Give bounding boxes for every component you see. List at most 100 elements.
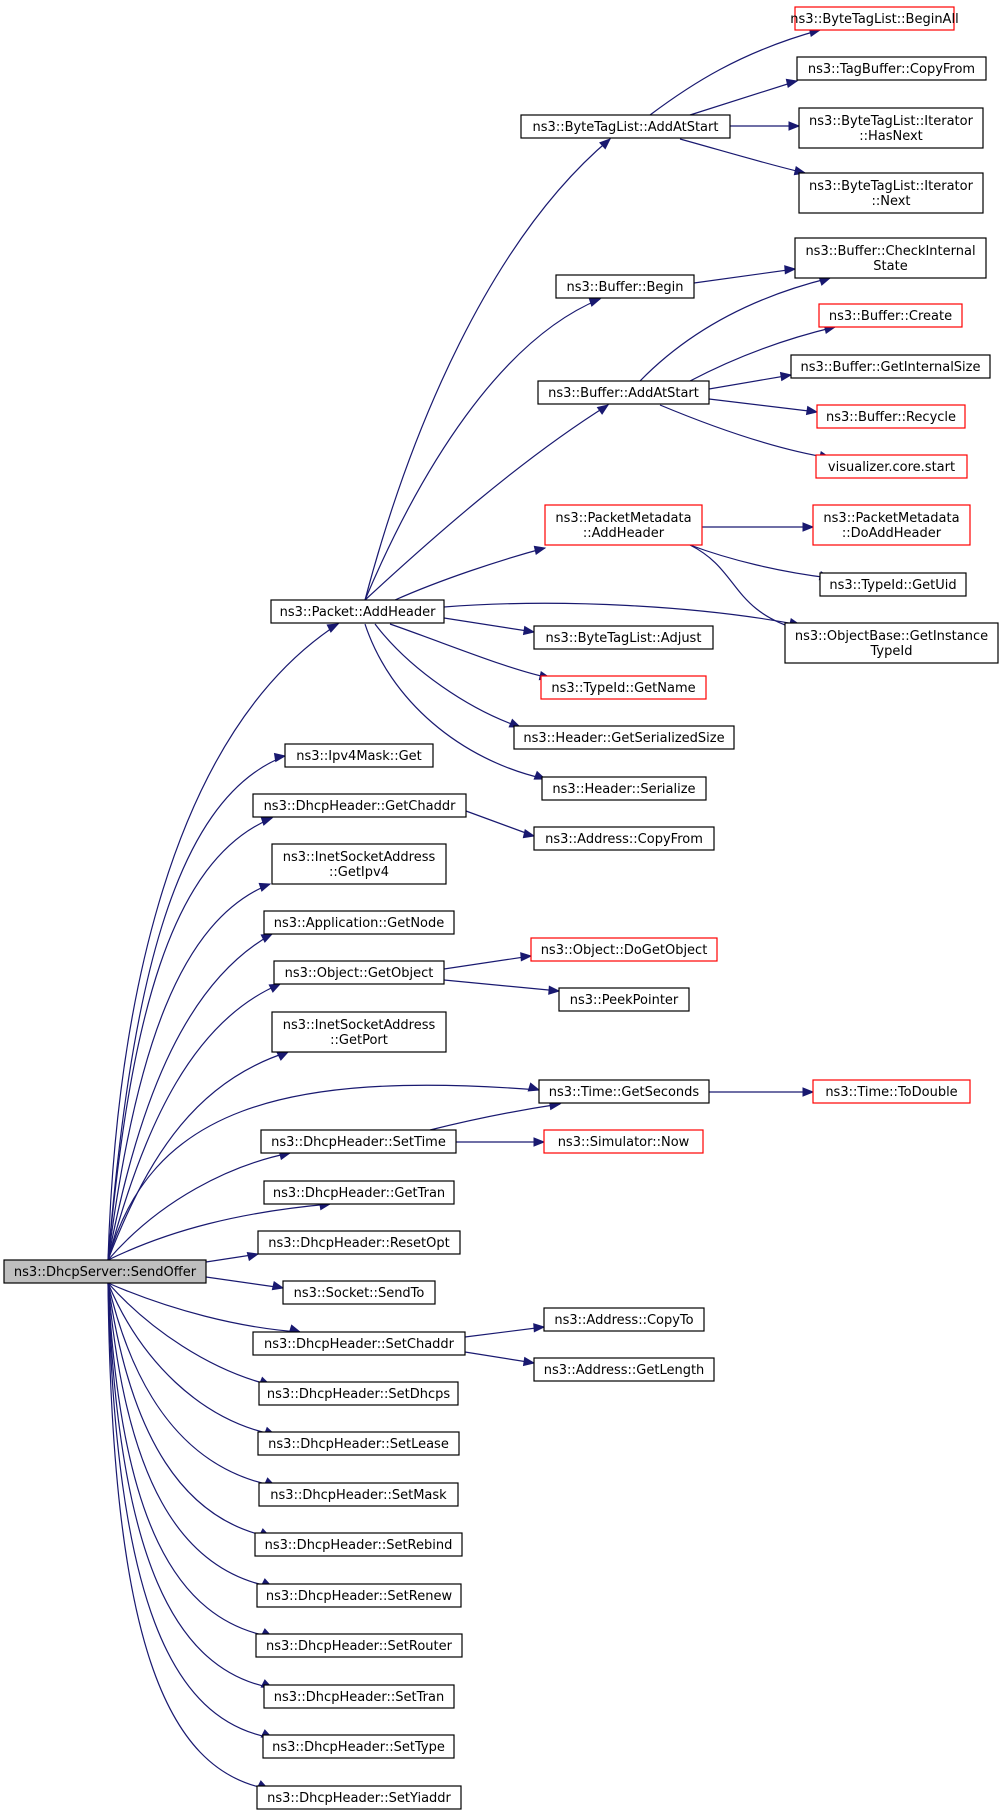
arrowhead-icon bbox=[779, 371, 793, 382]
node-settran[interactable]: ns3::DhcpHeader::SetTran bbox=[263, 1684, 455, 1709]
node-address-copyfrom[interactable]: ns3::Address::CopyFrom bbox=[533, 826, 715, 851]
node-label: ns3::DhcpHeader::GetChaddr bbox=[264, 799, 457, 814]
node-box bbox=[273, 960, 445, 985]
node-label: ns3::DhcpHeader::SetType bbox=[272, 1740, 445, 1755]
edge-line bbox=[465, 810, 535, 837]
edge-line bbox=[107, 933, 273, 1261]
node-header-getsersize[interactable]: ns3::Header::GetSerializedSize bbox=[513, 725, 735, 750]
node-buffer-create[interactable]: ns3::Buffer::Create bbox=[818, 303, 963, 328]
node-header-serialize[interactable]: ns3::Header::Serialize bbox=[541, 776, 707, 801]
edge-line bbox=[107, 1282, 273, 1638]
node-btl-adjust[interactable]: ns3::ByteTagList::Adjust bbox=[533, 625, 714, 650]
node-buffer-getinternalsize[interactable]: ns3::Buffer::GetInternalSize bbox=[790, 354, 991, 379]
edge-line bbox=[107, 755, 286, 1261]
edge-line bbox=[639, 277, 831, 382]
node-box bbox=[260, 1129, 457, 1154]
edge-root-to-setchaddr bbox=[107, 1282, 302, 1334]
node-getnode[interactable]: ns3::Application::GetNode bbox=[263, 910, 455, 935]
node-visualizer-start[interactable]: visualizer.core.start bbox=[815, 454, 968, 479]
edge-line bbox=[364, 404, 609, 601]
edge-line bbox=[689, 326, 836, 382]
node-label: ns3::DhcpHeader::SetChaddr bbox=[264, 1337, 455, 1352]
node-box bbox=[543, 1307, 705, 1332]
node-getport[interactable]: ns3::InetSocketAddress::GetPort bbox=[271, 1011, 447, 1053]
node-peekpointer[interactable]: ns3::PeekPointer bbox=[558, 987, 690, 1012]
node-object-dogetobject[interactable]: ns3::Object::DoGetObject bbox=[530, 937, 718, 962]
arrowhead-icon bbox=[784, 265, 797, 275]
node-btl-it-next[interactable]: ns3::ByteTagList::Iterator::Next bbox=[798, 172, 984, 214]
node-pm-addheader[interactable]: ns3::PacketMetadata::AddHeader bbox=[544, 504, 703, 546]
node-setrenew[interactable]: ns3::DhcpHeader::SetRenew bbox=[256, 1583, 462, 1608]
node-box bbox=[257, 1230, 461, 1255]
node-box bbox=[533, 625, 714, 650]
edge-line bbox=[708, 374, 792, 390]
edge-line bbox=[689, 544, 831, 579]
node-typeid-getname[interactable]: ns3::TypeId::GetName bbox=[540, 675, 707, 700]
node-settime[interactable]: ns3::DhcpHeader::SetTime bbox=[260, 1129, 457, 1154]
edge-line bbox=[443, 602, 801, 626]
edge-addheader-to-buffer_addatstart bbox=[364, 404, 610, 601]
node-box bbox=[270, 599, 445, 624]
node-label: ns3::DhcpHeader::SetRouter bbox=[266, 1639, 453, 1654]
node-btl-beginall[interactable]: ns3::ByteTagList::BeginAll bbox=[790, 6, 959, 31]
node-gettran[interactable]: ns3::DhcpHeader::GetTran bbox=[263, 1180, 455, 1205]
node-box bbox=[254, 1532, 463, 1557]
node-label: ns3::Address::GetLength bbox=[544, 1363, 705, 1378]
node-setlease[interactable]: ns3::DhcpHeader::SetLease bbox=[257, 1431, 460, 1456]
node-address-copyto[interactable]: ns3::Address::CopyTo bbox=[543, 1307, 705, 1332]
node-label: ns3::DhcpHeader::ResetOpt bbox=[268, 1236, 449, 1251]
node-pm-doaddheader[interactable]: ns3::PacketMetadata::DoAddHeader bbox=[812, 504, 971, 546]
node-btl-it-hasnext[interactable]: ns3::ByteTagList::Iterator::HasNext bbox=[798, 107, 984, 149]
node-label: ns3::ByteTagList::Iterator bbox=[809, 179, 974, 194]
node-addheader[interactable]: ns3::Packet::AddHeader bbox=[270, 599, 445, 624]
node-box bbox=[543, 1129, 704, 1154]
edge-btl_addatstart-to-btl_it_next bbox=[679, 138, 807, 176]
node-label: ns3::Buffer::Create bbox=[829, 309, 952, 324]
node-btl-addatstart[interactable]: ns3::ByteTagList::AddAtStart bbox=[520, 114, 731, 139]
node-getipv4[interactable]: ns3::InetSocketAddress::GetIpv4 bbox=[271, 843, 447, 885]
node-setchaddr[interactable]: ns3::DhcpHeader::SetChaddr bbox=[252, 1331, 466, 1356]
node-setrouter[interactable]: ns3::DhcpHeader::SetRouter bbox=[255, 1633, 463, 1658]
node-time-todouble[interactable]: ns3::Time::ToDouble bbox=[812, 1079, 971, 1104]
node-tagbuffer-copyfrom[interactable]: ns3::TagBuffer::CopyFrom bbox=[796, 56, 987, 81]
node-resetopt[interactable]: ns3::DhcpHeader::ResetOpt bbox=[257, 1230, 461, 1255]
node-box bbox=[798, 172, 984, 214]
node-box bbox=[263, 1180, 455, 1205]
node-getobject[interactable]: ns3::Object::GetObject bbox=[273, 960, 445, 985]
node-label: ns3::Time::GetSeconds bbox=[549, 1085, 700, 1100]
node-setdhcps[interactable]: ns3::DhcpHeader::SetDhcps bbox=[258, 1381, 459, 1406]
node-setmask[interactable]: ns3::DhcpHeader::SetMask bbox=[258, 1482, 459, 1507]
edge-line bbox=[107, 1282, 276, 1487]
edge-line bbox=[464, 1351, 535, 1364]
node-ipv4maskget[interactable]: ns3::Ipv4Mask::Get bbox=[284, 743, 434, 768]
node-label: ::DoAddHeader bbox=[842, 526, 942, 541]
node-typeid-getuid[interactable]: ns3::TypeId::GetUid bbox=[819, 572, 967, 597]
edge-addheader-to-btl_adjust bbox=[443, 617, 536, 636]
node-sendto[interactable]: ns3::Socket::SendTo bbox=[282, 1280, 436, 1305]
node-buffer-recycle[interactable]: ns3::Buffer::Recycle bbox=[816, 404, 966, 429]
node-setyiaddr[interactable]: ns3::DhcpHeader::SetYiaddr bbox=[256, 1785, 462, 1810]
edge-line bbox=[443, 979, 560, 992]
arrowhead-icon bbox=[271, 1281, 285, 1291]
node-box bbox=[252, 793, 467, 818]
node-box bbox=[258, 1381, 459, 1406]
edge-buffer_addatstart-to-buffer_recycle bbox=[708, 398, 819, 416]
node-label: ns3::Ipv4Mask::Get bbox=[296, 749, 422, 764]
node-label: ::GetIpv4 bbox=[329, 865, 389, 880]
edge-line bbox=[693, 268, 796, 284]
edge-line bbox=[107, 883, 271, 1261]
node-setrebind[interactable]: ns3::DhcpHeader::SetRebind bbox=[254, 1532, 463, 1557]
node-getseconds[interactable]: ns3::Time::GetSeconds bbox=[538, 1079, 710, 1104]
node-buffer-addatstart[interactable]: ns3::Buffer::AddAtStart bbox=[537, 380, 710, 405]
edge-root-to-resetopt bbox=[205, 1251, 260, 1263]
node-simulator-now[interactable]: ns3::Simulator::Now bbox=[543, 1129, 704, 1154]
node-buffer-begin[interactable]: ns3::Buffer::Begin bbox=[555, 274, 695, 299]
node-label: ns3::Address::CopyTo bbox=[554, 1313, 693, 1328]
node-getchaddr[interactable]: ns3::DhcpHeader::GetChaddr bbox=[252, 793, 467, 818]
node-address-getlength[interactable]: ns3::Address::GetLength bbox=[533, 1357, 715, 1382]
edge-line bbox=[679, 138, 806, 174]
node-settype[interactable]: ns3::DhcpHeader::SetType bbox=[262, 1734, 455, 1759]
node-box bbox=[790, 354, 991, 379]
